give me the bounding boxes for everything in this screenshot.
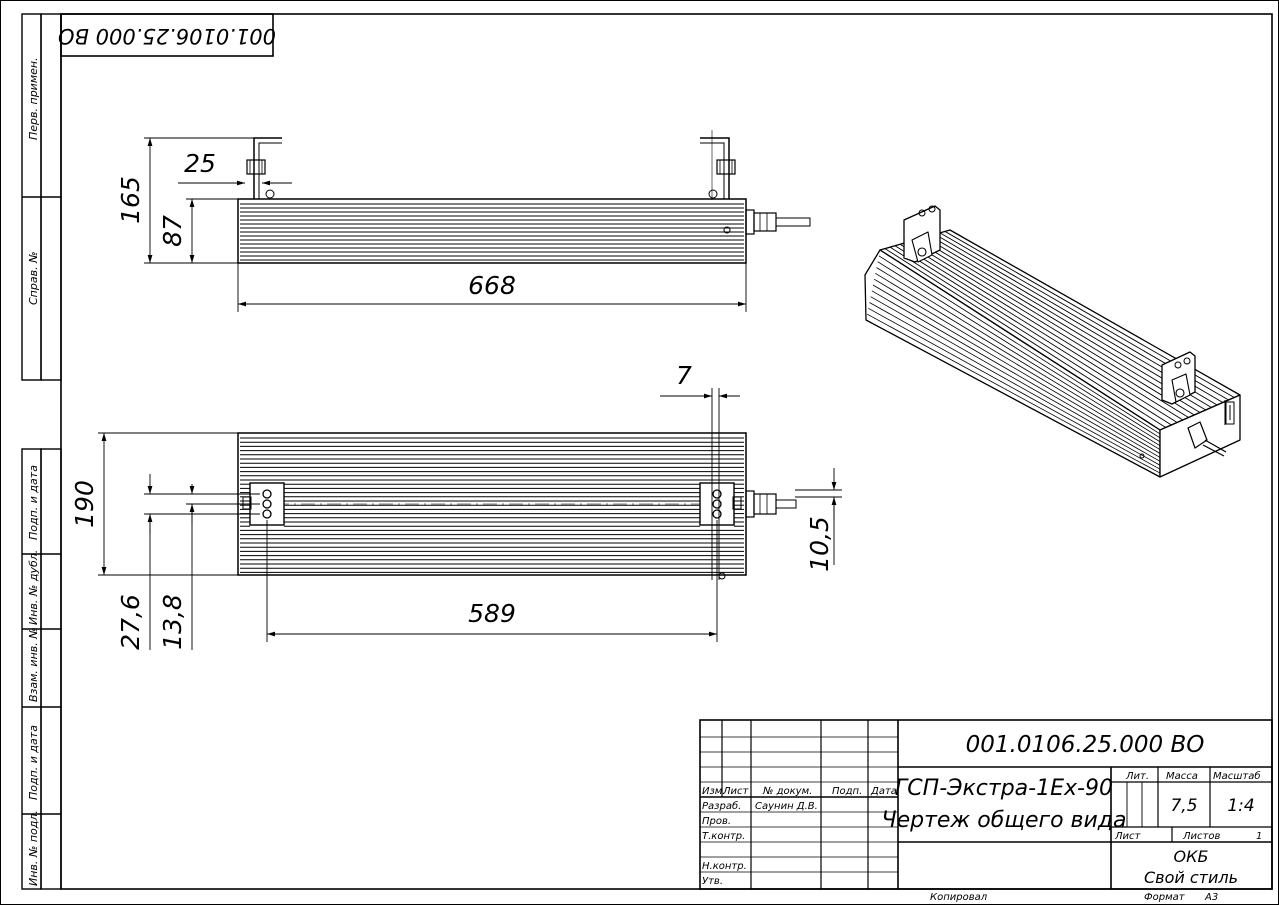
dim-165: 165 bbox=[116, 176, 145, 224]
tb-col-data: Дата bbox=[870, 786, 897, 797]
fin-line bbox=[871, 290, 1161, 458]
tb-org-line1: ОКБ bbox=[1174, 847, 1209, 866]
tb-massa-value: 7,5 bbox=[1170, 796, 1197, 816]
fin-line bbox=[884, 248, 1166, 428]
sidebar-perv-primen: Перв. примен. bbox=[27, 57, 40, 140]
tb-col-doc: № докум. bbox=[762, 786, 812, 797]
fin-line bbox=[904, 242, 1189, 418]
fin-line bbox=[875, 272, 1161, 447]
dim-668: 668 bbox=[468, 271, 516, 300]
tb-col-izm: Изм. bbox=[702, 786, 726, 797]
dim-27-6: 27,6 bbox=[116, 594, 145, 650]
tb-row-razrab: Разраб. bbox=[702, 800, 741, 812]
tb-col-podp: Подп. bbox=[832, 786, 862, 797]
fin-line bbox=[919, 238, 1206, 411]
fin-line bbox=[869, 302, 1161, 466]
fin-line bbox=[877, 261, 1161, 439]
fin-line bbox=[914, 239, 1201, 413]
dim-87: 87 bbox=[158, 215, 187, 247]
dim-13-8: 13,8 bbox=[158, 594, 187, 650]
dim-190: 190 bbox=[70, 480, 99, 528]
tb-col-list: Лист bbox=[722, 786, 750, 797]
tb-name-line1: ГСП-Экстра-1Ex-90 bbox=[895, 776, 1113, 801]
tb-listov-value: 1 bbox=[1256, 831, 1262, 842]
fin-line bbox=[868, 307, 1161, 470]
fin-line bbox=[870, 296, 1161, 462]
tb-listov-label: Листов bbox=[1182, 831, 1220, 842]
tb-row-utv: Утв. bbox=[702, 876, 723, 887]
dims-top-view bbox=[144, 137, 747, 312]
fin-line bbox=[873, 278, 1161, 450]
sidebar-sprav-no: Справ. № bbox=[27, 251, 40, 305]
tb-massa-label: Масса bbox=[1166, 771, 1198, 782]
tb-kopiroval: Копировал bbox=[930, 892, 988, 903]
sidebar-podp-data-2: Подп. и дата bbox=[27, 725, 40, 800]
plan-view bbox=[237, 432, 797, 580]
dim-589: 589 bbox=[468, 599, 516, 628]
dims-plan-view bbox=[98, 388, 842, 650]
tb-format-label: Формат bbox=[1144, 892, 1186, 903]
tb-razrab-name: Саунин Д.В. bbox=[755, 801, 818, 812]
tb-list-label: Лист bbox=[1114, 831, 1142, 842]
tb-masshtab-value: 1:4 bbox=[1227, 796, 1254, 816]
sidebar-vzam-inv: Взам. инв. № bbox=[27, 627, 40, 702]
dim-25: 25 bbox=[184, 149, 216, 178]
dim-7: 7 bbox=[676, 361, 692, 390]
tb-name-line2: Чертеж общего вида bbox=[882, 808, 1127, 833]
fin-line bbox=[866, 313, 1161, 474]
tb-org-line2: Свой стиль bbox=[1144, 868, 1238, 887]
fin-line bbox=[878, 255, 1161, 435]
sidebar-podp-data-1: Подп. и дата bbox=[27, 465, 40, 540]
sidebar-inv-podl: Инв. № подл. bbox=[27, 810, 40, 886]
tb-row-nkontr: Н.контр. bbox=[702, 861, 747, 872]
dim-10-5: 10,5 bbox=[805, 516, 834, 572]
fin-line bbox=[889, 246, 1172, 426]
tb-row-prov: Пров. bbox=[702, 816, 731, 827]
title-block-grid bbox=[699, 719, 1273, 890]
rotated-stamp-box bbox=[60, 13, 274, 57]
rotated-stamp-text: 001.0106.25.000 ВО bbox=[58, 24, 276, 48]
left-sidebar bbox=[21, 13, 62, 890]
fin-line bbox=[894, 245, 1178, 423]
tb-row-tkontr: Т.контр. bbox=[702, 831, 745, 842]
fin-line bbox=[876, 267, 1161, 443]
side-elevation-view bbox=[237, 130, 811, 264]
tb-masshtab-label: Масштаб bbox=[1213, 770, 1261, 782]
sidebar-inv-dubl: Инв. № дубл. bbox=[27, 550, 40, 625]
fin-line bbox=[872, 284, 1161, 454]
tb-designation: 001.0106.25.000 ВО bbox=[966, 732, 1205, 758]
tb-lit-label: Лит. bbox=[1125, 771, 1149, 782]
fin-line bbox=[899, 243, 1184, 421]
fin-line bbox=[909, 241, 1195, 416]
isometric-view bbox=[864, 205, 1241, 478]
tb-format-value: A3 bbox=[1204, 892, 1218, 903]
